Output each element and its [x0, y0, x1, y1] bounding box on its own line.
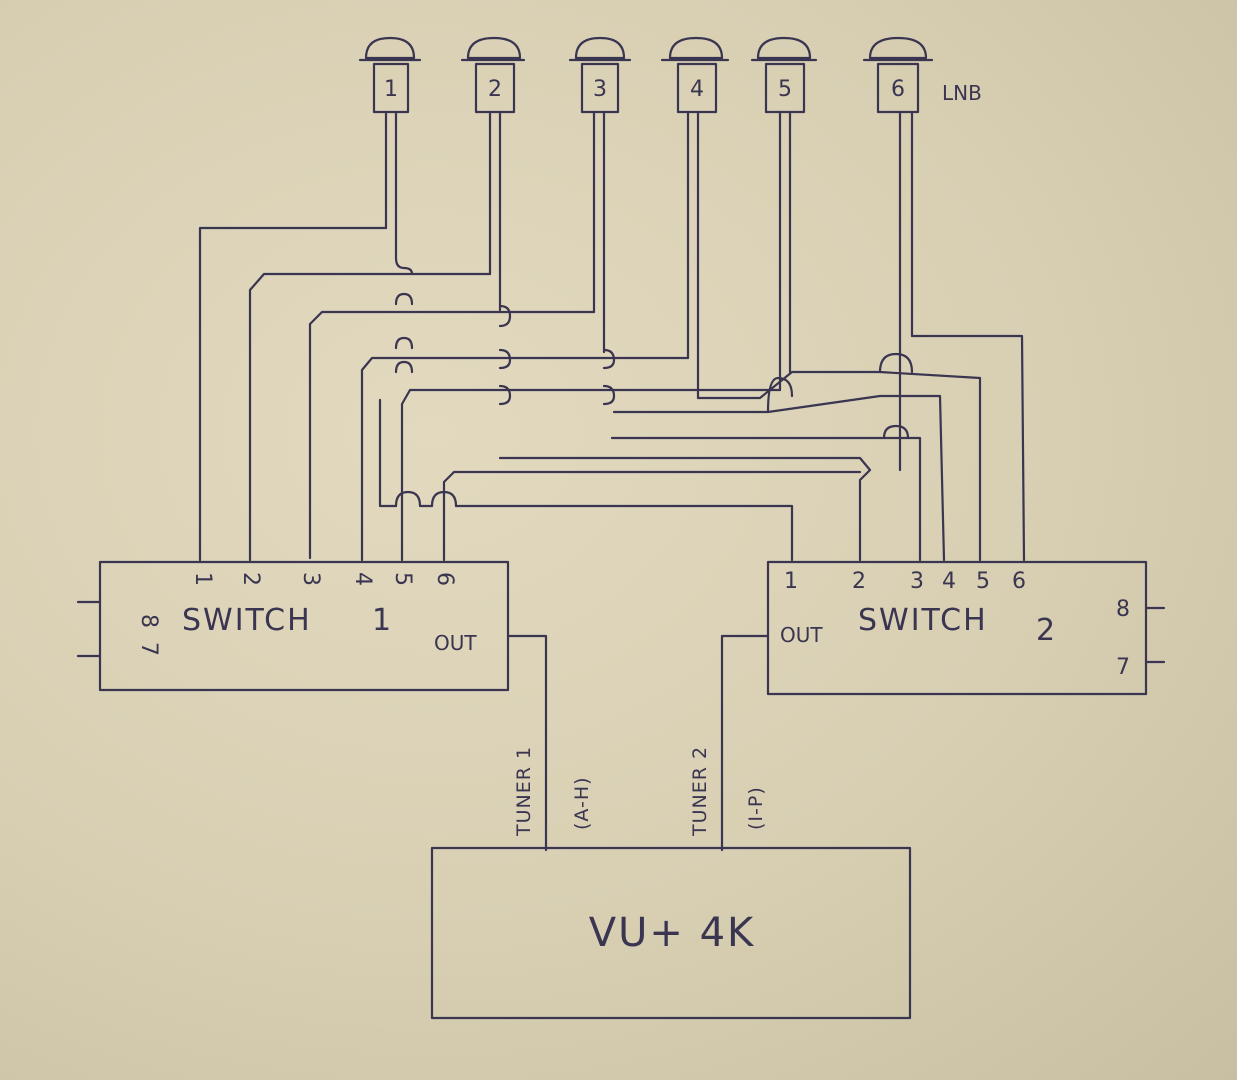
lnb-cables	[384, 110, 914, 460]
switch1-wiring	[198, 226, 862, 562]
switch1-number: 1	[372, 603, 393, 638]
switch2-out-label: OUT	[780, 623, 823, 647]
tuner1-range: (A-H)	[571, 776, 593, 830]
receiver-vu-4k: VU+ 4K	[430, 846, 912, 1020]
lnb-body	[764, 62, 806, 114]
switch2-title: SWITCH	[858, 603, 988, 638]
switch1-pin-3: 3	[298, 572, 323, 586]
lnb-dish-cap-icon	[466, 36, 522, 60]
switch2-wiring	[454, 334, 1026, 562]
lnb-3: 3	[568, 36, 632, 114]
switch1-title: SWITCH	[182, 603, 312, 638]
switch1-pin-5: 5	[390, 572, 415, 586]
switch1-pin-2: 2	[238, 572, 263, 586]
lnb-dish-cap-icon	[868, 36, 928, 60]
lnb-number: 4	[690, 77, 704, 102]
lnb-5: 5	[750, 36, 818, 114]
lnb-4: 4	[660, 36, 730, 114]
lnb-number: 2	[488, 77, 502, 102]
tuner2-label: TUNER 2	[689, 746, 711, 837]
lnb-number: 3	[593, 77, 607, 102]
switch1-pin-8: 8	[136, 614, 161, 628]
switch2-pin-7: 7	[1116, 655, 1130, 680]
switch1-out-label: OUT	[434, 631, 477, 655]
switch2-number: 2	[1036, 613, 1057, 648]
lnb-body	[372, 62, 410, 114]
switch2-pin-3: 3	[910, 569, 924, 594]
switch1-pin-4: 4	[350, 572, 375, 586]
lnb-label: LNB	[942, 81, 982, 105]
lnb-body	[474, 62, 516, 114]
tuner1-label: TUNER 1	[513, 746, 535, 837]
switch2-pin-8: 8	[1116, 597, 1130, 622]
lnb-dish-cap-icon	[668, 36, 724, 60]
lnb-number: 5	[778, 77, 792, 102]
lnb-6: 6	[862, 36, 934, 114]
lnb-dish-cap-icon	[364, 36, 416, 60]
receiver-box	[430, 846, 912, 1020]
switch2-box	[766, 560, 1148, 696]
lnb-body	[580, 62, 620, 114]
switch1-pin-6: 6	[432, 572, 457, 586]
tuner2-range: (I-P)	[745, 786, 767, 830]
switch2-pin-5: 5	[976, 569, 990, 594]
lnb-number: 6	[891, 77, 905, 102]
switch2-pin-4: 4	[942, 569, 956, 594]
switch2-pin-1: 1	[784, 569, 798, 594]
switch2-pin-2: 2	[852, 569, 866, 594]
switch-2: 8 7 1 2 3 4 5 6 SWITCH 2 OUT	[766, 560, 1166, 696]
lnb-dish-cap-icon	[574, 36, 626, 60]
switch1-pin-7: 7	[136, 642, 161, 656]
switch1-pin-1: 1	[190, 572, 215, 586]
switch1-box	[98, 560, 510, 692]
tuner-cables: TUNER 1 (A-H) TUNER 2 (I-P)	[506, 634, 770, 852]
switch-1: 8 7 1 2 3 4 5 6 SWITCH 1 OUT	[76, 560, 510, 692]
receiver-name: VU+ 4K	[589, 910, 756, 956]
lnb-body	[876, 62, 920, 114]
lnb-2: 2	[460, 36, 526, 114]
lnb-number: 1	[384, 77, 398, 102]
switch2-pin-6: 6	[1012, 569, 1026, 594]
lnb-dish-cap-icon	[756, 36, 812, 60]
lnb-1: 1	[358, 36, 422, 114]
